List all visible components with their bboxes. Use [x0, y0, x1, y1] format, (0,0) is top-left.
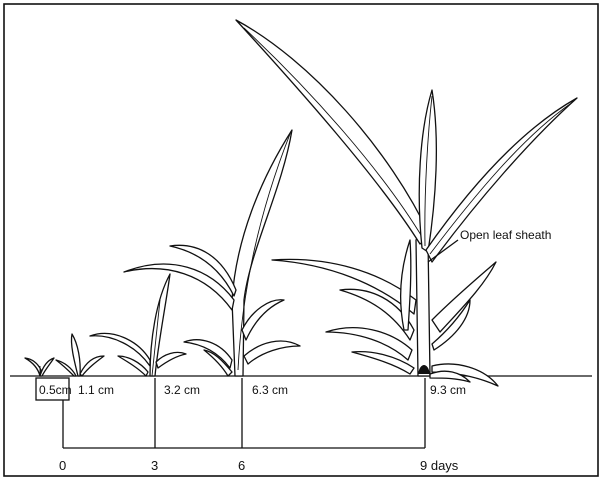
seedling-6-3cm [124, 130, 300, 376]
height-label-2: 3.2 cm [164, 383, 200, 397]
day-tick-9: 9 days [420, 458, 459, 473]
height-label-4: 9.3 cm [430, 383, 466, 397]
seedling-9-3cm [236, 20, 577, 386]
day-tick-3: 3 [151, 458, 158, 473]
height-label-0: 0.5cm [39, 383, 72, 397]
day-tick-0: 0 [59, 458, 66, 473]
seedling-0-5cm [25, 358, 54, 376]
height-label-3: 6.3 cm [252, 383, 288, 397]
day-tick-6: 6 [238, 458, 245, 473]
height-label-1: 1.1 cm [78, 383, 114, 397]
seedling-3-2cm [90, 274, 186, 376]
seedling-1-1cm [56, 334, 104, 376]
open-leaf-sheath-label: Open leaf sheath [460, 228, 551, 242]
